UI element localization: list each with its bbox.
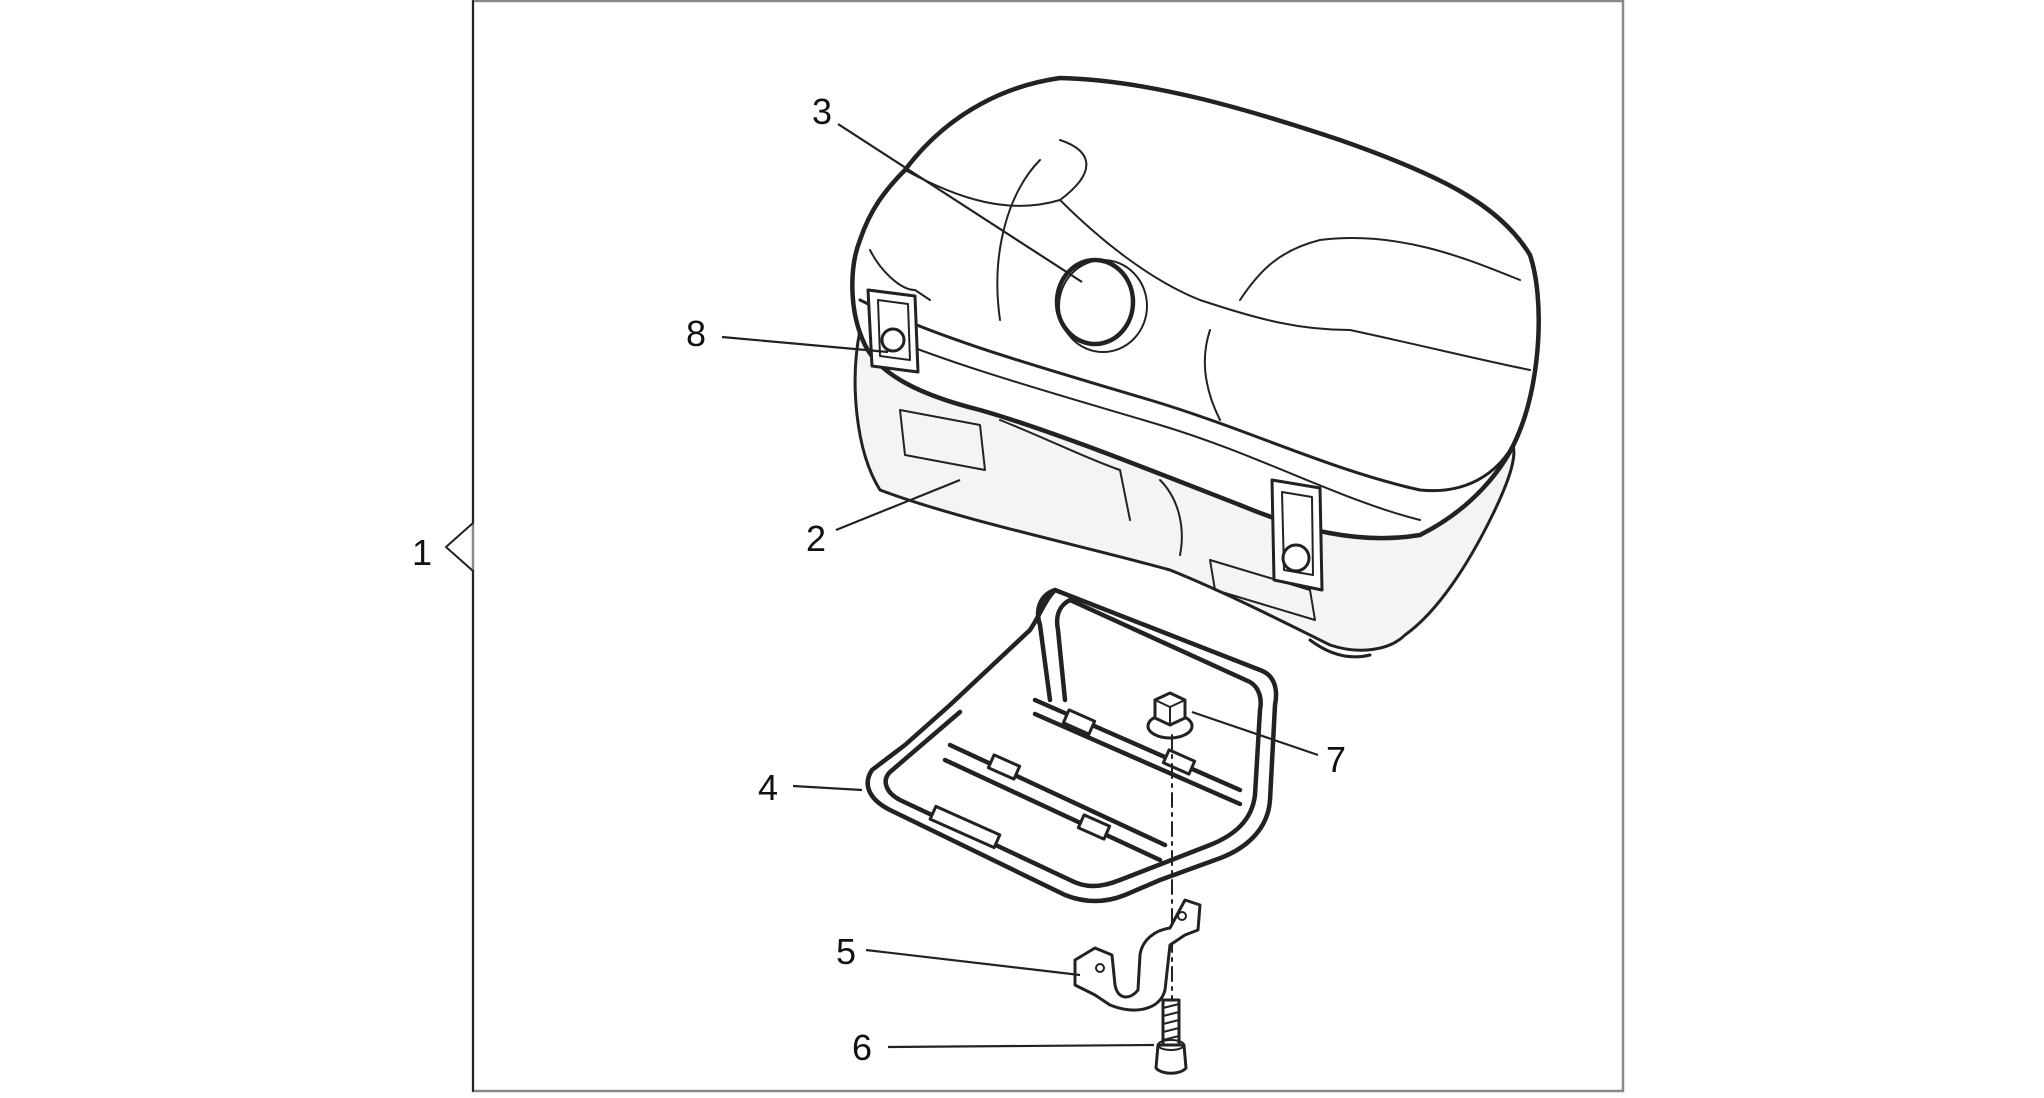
lid-contour-6 [1203, 329, 1221, 421]
lid-contour-2 [1059, 199, 1351, 331]
rack [865, 587, 1279, 904]
leader-2 [835, 478, 961, 532]
rack-crossbar-1b [1032, 711, 1243, 807]
bracket-body [1073, 898, 1202, 1012]
callout-8: 8 [686, 313, 706, 354]
nut [1146, 691, 1194, 740]
leader-7 [1191, 710, 1319, 757]
nut-hex-edges [1154, 699, 1186, 726]
rack-tab-front [928, 804, 1002, 850]
leader-6 [887, 1043, 1155, 1049]
side-bump [869, 249, 931, 301]
bracket-hole-1 [1095, 963, 1105, 973]
kit-frame [471, 0, 1625, 1093]
callout-3: 3 [812, 91, 832, 132]
lid-contour-4 [1349, 329, 1531, 371]
case-seam [858, 298, 1522, 493]
callout-7: 7 [1326, 739, 1346, 780]
lock-right [1270, 478, 1324, 592]
lock-left [866, 288, 920, 374]
kit-brace [445, 0, 474, 1092]
rack-outer-tube [865, 587, 1279, 904]
rack-crossbar-2 [947, 742, 1168, 848]
lid-contour-5 [996, 159, 1041, 321]
callout-1: 1 [412, 532, 432, 573]
lock-right-key [1281, 543, 1311, 573]
screw [1154, 998, 1188, 1075]
rack-crossbar-1 [1032, 697, 1243, 793]
lock-right-inner [1281, 491, 1314, 576]
lid-contour-3 [1239, 237, 1521, 301]
leader-5 [865, 948, 1081, 977]
leader-4 [792, 784, 863, 792]
rack-inner-tube [883, 597, 1263, 889]
leader-8 [721, 335, 889, 354]
bracket [1073, 898, 1202, 1012]
case-lid [850, 75, 1541, 541]
rack-crossbar-2b [942, 757, 1163, 863]
rack-tab-3 [986, 753, 1022, 781]
lock-left-inner [877, 299, 911, 361]
lock-left-key [880, 327, 906, 353]
rack-tab-4 [1076, 813, 1112, 841]
lock-right-housing [1270, 478, 1324, 592]
lower-panel-left [899, 409, 986, 471]
case-bottom-edge [1308, 638, 1372, 659]
rack-back-loop [1035, 587, 1058, 703]
lower-panel-edge [999, 419, 1131, 521]
screw-head-top [1157, 1039, 1185, 1051]
rack-back-loop-inner [1054, 597, 1073, 703]
screw-thread [1162, 1003, 1180, 1041]
rack-tab-1 [1061, 708, 1097, 736]
reflector [1054, 257, 1148, 353]
leader-3 [837, 123, 1083, 283]
case-seam-lower [869, 329, 1421, 521]
callout-4: 4 [758, 767, 778, 808]
reflector-ring [1058, 259, 1148, 353]
bracket-hole-2 [1177, 911, 1187, 921]
lower-panel-edge-2 [1159, 479, 1183, 556]
screw-head [1154, 1043, 1188, 1075]
callout-6: 6 [852, 1027, 872, 1068]
top-case [850, 75, 1541, 659]
callout-2: 2 [806, 518, 826, 559]
callout-5: 5 [836, 931, 856, 972]
